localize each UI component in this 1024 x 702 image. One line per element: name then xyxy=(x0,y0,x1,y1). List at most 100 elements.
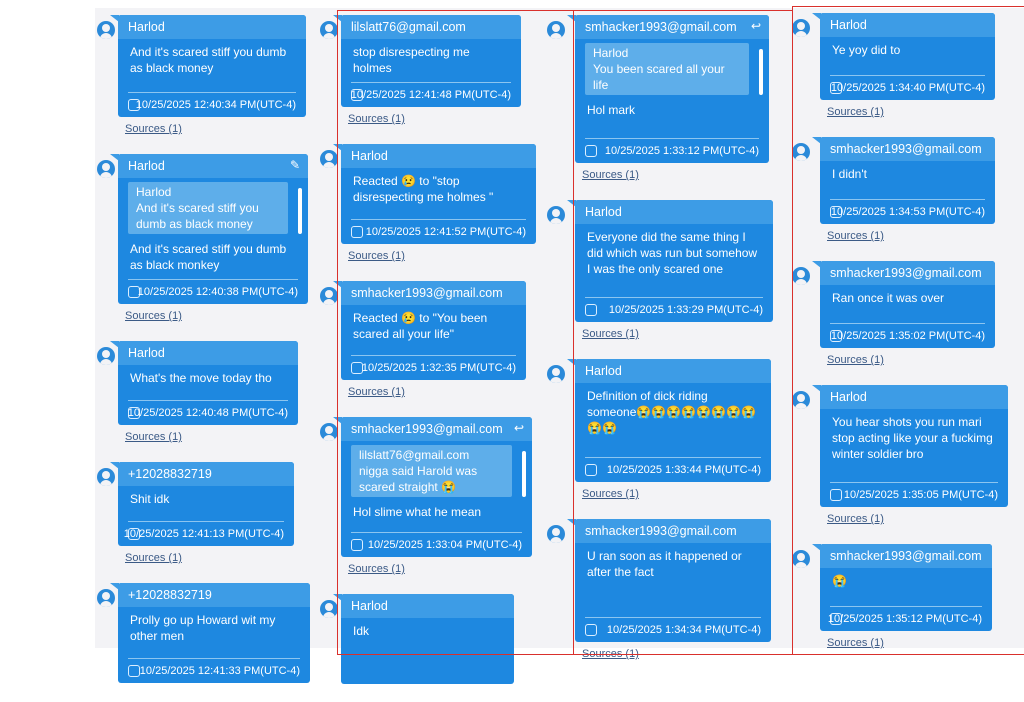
sources-link[interactable]: Sources (1) xyxy=(125,552,182,564)
sender-name: Harlod xyxy=(128,20,165,34)
message-footer: 10/25/2025 12:40:38 PM(UTC-4) xyxy=(128,279,298,304)
message-sender: lilslatt76@gmail.com xyxy=(341,15,521,39)
sender-name: smhacker1993@gmail.com xyxy=(830,266,982,280)
quote-scrollbar[interactable] xyxy=(298,188,302,234)
sender-name: smhacker1993@gmail.com xyxy=(585,20,737,34)
avatar-icon xyxy=(792,143,810,161)
message-footer: 10/25/2025 12:41:13 PM(UTC-4) xyxy=(124,521,284,546)
bubble-tail xyxy=(567,519,576,526)
message-sender: +12028832719 xyxy=(118,583,310,607)
reply-icon[interactable]: ↩ xyxy=(750,19,761,33)
message-text: Everyone did the same thing I did which … xyxy=(587,230,758,276)
message-text: U ran soon as it happened or after the f… xyxy=(587,549,742,579)
bubble-tail xyxy=(110,462,119,469)
message-timestamp: 10/25/2025 12:40:38 PM(UTC-4) xyxy=(137,286,298,298)
edit-icon[interactable]: ✎ xyxy=(289,158,300,172)
message-footer: 10/25/2025 1:33:44 PM(UTC-4) xyxy=(585,457,761,482)
sources-link[interactable]: Sources (1) xyxy=(348,250,405,262)
message-text: 😭 xyxy=(832,574,847,588)
sources-link[interactable]: Sources (1) xyxy=(582,648,639,660)
attachment-icon xyxy=(585,464,597,477)
sources-link[interactable]: Sources (1) xyxy=(827,513,884,525)
attachment-icon xyxy=(128,665,140,678)
message-timestamp: 10/25/2025 1:35:12 PM(UTC-4) xyxy=(827,613,982,625)
sender-name: smhacker1993@gmail.com xyxy=(351,422,503,436)
message-bubble[interactable]: smhacker1993@gmail.com 😭 10/25/2025 1:35:1… xyxy=(820,544,992,631)
message-text: Ran once it was over xyxy=(832,291,945,305)
message-footer: 10/25/2025 1:35:05 PM(UTC-4) xyxy=(830,482,998,507)
avatar-icon xyxy=(97,347,115,365)
message-timestamp: 10/25/2025 12:41:33 PM(UTC-4) xyxy=(139,665,300,677)
avatar-icon xyxy=(320,423,338,441)
attachment-icon xyxy=(830,330,842,343)
message-footer: 10/25/2025 1:34:53 PM(UTC-4) xyxy=(830,199,985,224)
message-footer: 10/25/2025 1:34:34 PM(UTC-4) xyxy=(585,617,761,642)
message-footer: 10/25/2025 1:33:29 PM(UTC-4) xyxy=(585,297,763,322)
sources-link[interactable]: Sources (1) xyxy=(348,386,405,398)
sender-name: smhacker1993@gmail.com xyxy=(830,549,982,563)
avatar-icon xyxy=(320,600,338,618)
sources-link[interactable]: Sources (1) xyxy=(582,488,639,500)
sources-link[interactable]: Sources (1) xyxy=(827,106,884,118)
sources-link[interactable]: Sources (1) xyxy=(348,113,405,125)
bubble-tail xyxy=(110,154,119,161)
avatar-icon xyxy=(320,150,338,168)
message-timestamp: 10/25/2025 1:33:44 PM(UTC-4) xyxy=(606,464,761,476)
quoted-sender: Harlod xyxy=(136,185,172,199)
quoted-text: You been scared all your life xyxy=(593,62,725,92)
quoted-text: nigga said Harold was scared straight 😭 xyxy=(359,464,478,494)
reply-icon[interactable]: ↩ xyxy=(513,421,524,435)
avatar-icon xyxy=(97,21,115,39)
sources-link[interactable]: Sources (1) xyxy=(125,310,182,322)
message-bubble[interactable]: smhacker1993@gmail.com ↩lilslatt76@gmail.… xyxy=(341,417,532,557)
message-bubble[interactable]: lilslatt76@gmail.com stop disrespecting m… xyxy=(341,15,521,107)
message-text: stop disrespecting me holmes xyxy=(353,45,470,75)
bubble-tail xyxy=(812,385,821,392)
sources-link[interactable]: Sources (1) xyxy=(827,637,884,649)
message-text: And it's scared stiff you dumb as black … xyxy=(130,45,287,75)
message-row: smhacker1993@gmail.com ↩lilslatt76@gmail.… xyxy=(320,417,536,576)
message-sender: Harlod xyxy=(118,341,298,365)
sources-link[interactable]: Sources (1) xyxy=(348,563,405,575)
sources-link[interactable]: Sources (1) xyxy=(125,123,182,135)
message-sender: Harlod xyxy=(341,594,514,618)
sources-link[interactable]: Sources (1) xyxy=(827,230,884,242)
quote-scrollbar[interactable] xyxy=(522,451,526,497)
message-text: And it's scared stiff you dumb as black … xyxy=(130,242,287,272)
quote-scrollbar[interactable] xyxy=(759,49,763,95)
sources-link[interactable]: Sources (1) xyxy=(827,354,884,366)
sources-link[interactable]: Sources (1) xyxy=(582,328,639,340)
sender-name: lilslatt76@gmail.com xyxy=(351,20,466,34)
message-text: Shit idk xyxy=(130,492,170,506)
attachment-icon xyxy=(128,99,140,112)
bubble-tail xyxy=(567,359,576,366)
sources-link[interactable]: Sources (1) xyxy=(582,169,639,181)
sources-link[interactable]: Sources (1) xyxy=(125,431,182,443)
